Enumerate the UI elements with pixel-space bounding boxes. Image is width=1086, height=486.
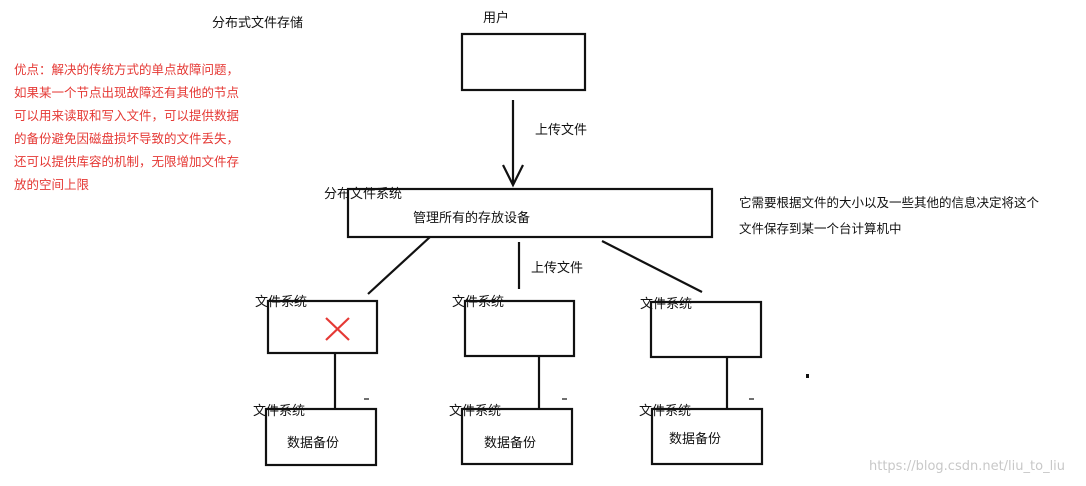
failure-x-line-b [325,317,350,341]
node-2-fs-label: 文件系统 [452,295,505,310]
dfs-box [346,187,714,239]
node-1-fs-label: 文件系统 [255,295,308,310]
node-1-backup-label: 文件系统 [253,404,306,419]
backup-box-1 [264,407,378,467]
upload-label-mid: 上传文件 [531,261,584,276]
node-3-backup-label: 文件系统 [639,404,692,419]
diagram-title: 分布式文件存储 [212,16,304,31]
backup-box-3 [650,407,764,466]
user-label: 用户 [483,11,510,26]
node-3-fs-label: 文件系统 [640,297,693,312]
advantages-text: 优点：解决的传统方式的单点故障问题， 如果某一个节点出现故障还有其他的节点 可以… [14,62,240,192]
dfs-box-text: 管理所有的存放设备 [413,211,531,226]
node-1-backup-text: 数据备份 [287,436,340,451]
file-system-box-2 [463,299,576,358]
file-system-box-1 [266,299,379,355]
backup-box-2 [460,407,574,466]
watermark: https://blog.csdn.net/liu_to_liu [869,459,1066,474]
stray-dot [806,374,809,378]
dfs-label: 分布文件系统 [324,187,403,202]
node-2-backup-text: 数据备份 [484,436,537,451]
upload-label-top: 上传文件 [535,123,588,138]
node-3-backup-text: 数据备份 [669,432,722,447]
node-2-backup-label: 文件系统 [449,404,502,419]
user-box [460,32,587,92]
placement-note: 它需要根据文件的大小以及一些其他的信息决定将这个 文件保存到某一个台计算机中 [739,195,1040,236]
dfs-to-node-1-line [367,236,431,295]
dfs-to-node-3-line [601,240,703,293]
upload-arrow-head [502,164,524,188]
file-system-box-3 [649,300,763,359]
